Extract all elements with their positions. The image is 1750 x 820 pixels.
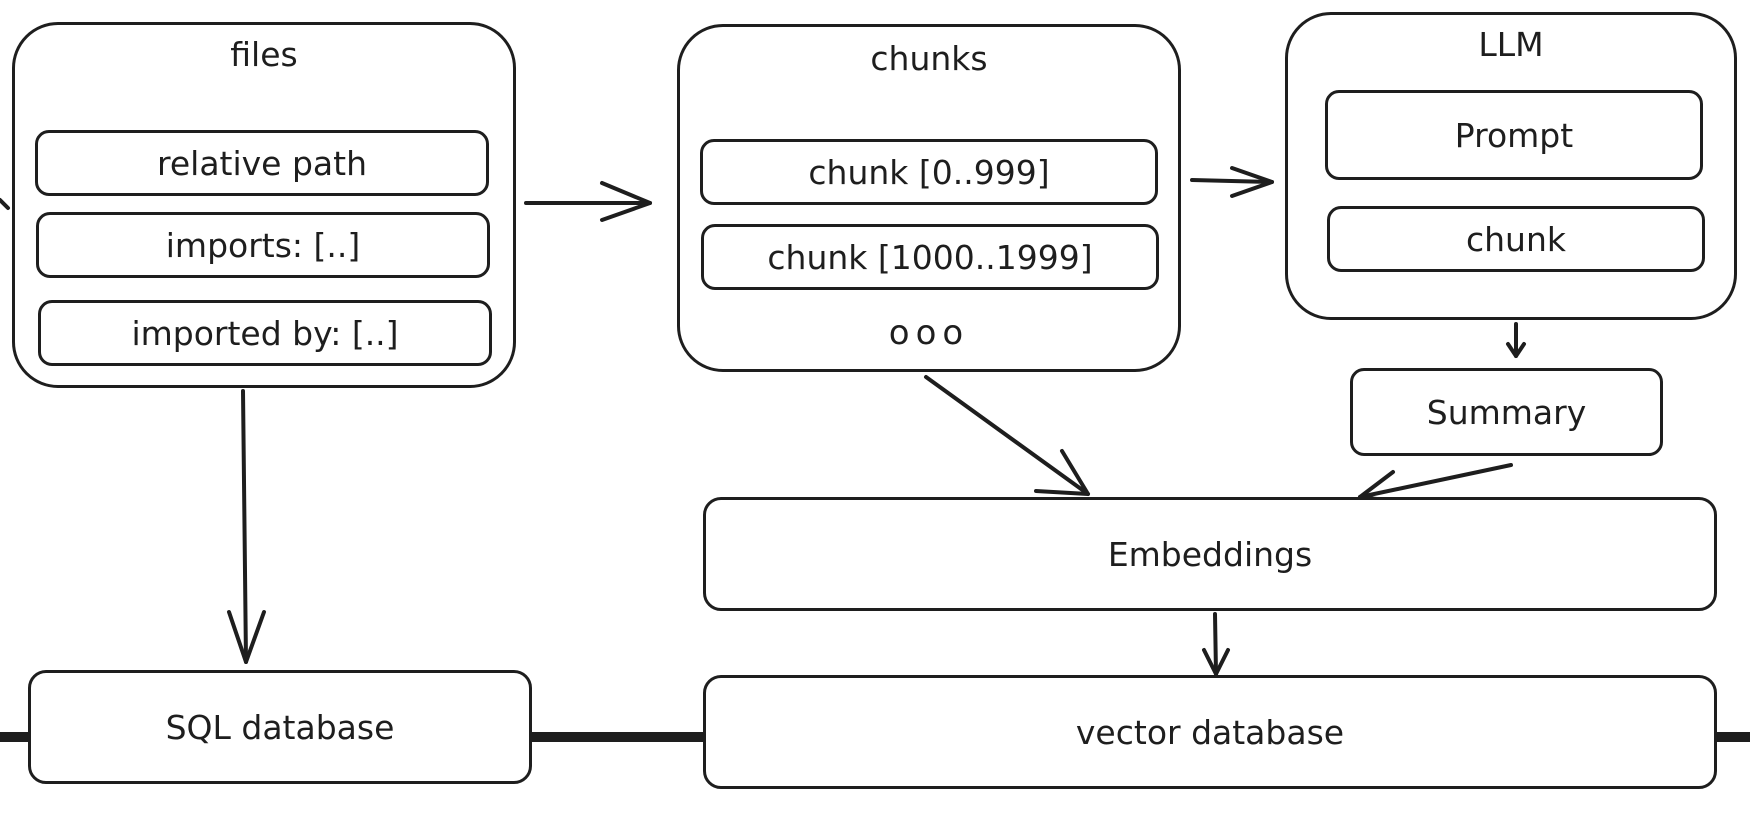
embeddings-box: Embeddings (703, 497, 1717, 611)
files-field-imports: imports: [..] (36, 212, 490, 278)
files-field-relative-path: relative path (35, 130, 489, 196)
llm-prompt: Prompt (1325, 90, 1703, 180)
arrow-chunks-to-llm (1190, 166, 1274, 198)
chunk-item-1: chunk [1000..1999] (701, 224, 1159, 290)
files-field-imported-by: imported by: [..] (38, 300, 492, 366)
chunks-group: chunks chunk [0..999] chunk [1000..1999]… (677, 24, 1181, 372)
llm-group: LLM Prompt chunk (1285, 12, 1737, 320)
files-left-stub (0, 198, 10, 210)
more-chunks-ellipsis: ooo (888, 313, 970, 353)
summary-box: Summary (1350, 368, 1663, 456)
vector-database-box: vector database (703, 675, 1717, 789)
llm-title: LLM (1478, 25, 1544, 64)
llm-chunk: chunk (1327, 206, 1705, 272)
arrow-chunks-to-embeddings (924, 375, 1090, 496)
arrow-embeddings-to-vector (1202, 612, 1230, 676)
arrow-files-to-sql (227, 389, 266, 664)
sql-database-box: SQL database (28, 670, 532, 784)
arrow-llm-to-summary (1506, 322, 1526, 358)
chunk-item-0: chunk [0..999] (700, 139, 1158, 205)
arrow-files-to-chunks (524, 181, 652, 222)
files-group: files relative path imports: [..] import… (12, 22, 516, 388)
files-title: files (230, 35, 298, 74)
chunks-title: chunks (870, 39, 988, 78)
